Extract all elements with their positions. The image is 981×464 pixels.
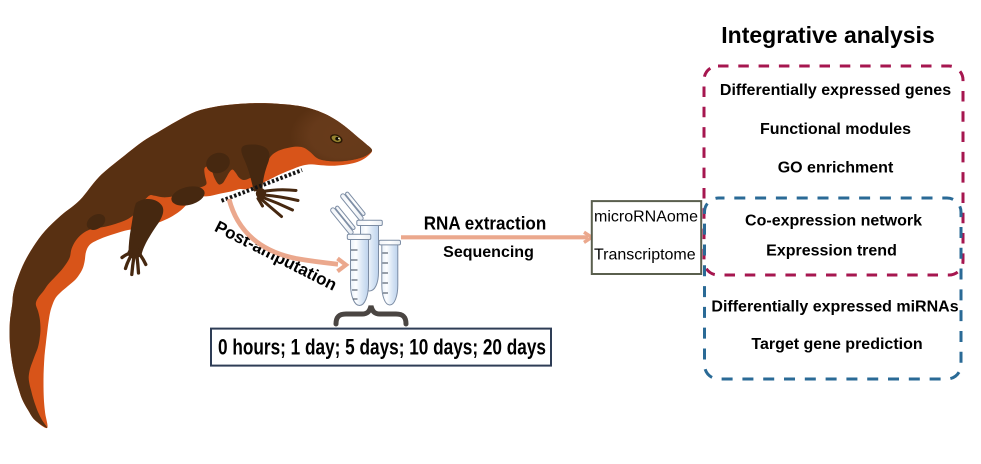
- svg-text:Expression trend: Expression trend: [766, 243, 897, 260]
- svg-text:Differentially expressed genes: Differentially expressed genes: [720, 82, 951, 99]
- svg-text:0 hours; 1 day; 5 days; 10 day: 0 hours; 1 day; 5 days; 10 days; 20 days: [218, 334, 546, 359]
- svg-text:Functional modules: Functional modules: [760, 121, 911, 138]
- svg-text:Sequencing: Sequencing: [443, 244, 534, 261]
- svg-text:Differentially expressed miRNA: Differentially expressed miRNAs: [711, 298, 958, 315]
- svg-text:Target gene prediction: Target gene prediction: [751, 336, 922, 353]
- svg-text:microRNAome: microRNAome: [594, 209, 698, 226]
- svg-text:Integrative analysis: Integrative analysis: [721, 22, 935, 48]
- svg-text:Transcriptome: Transcriptome: [594, 247, 696, 264]
- svg-text:Co-expression network: Co-expression network: [745, 212, 922, 229]
- svg-text:GO enrichment: GO enrichment: [778, 160, 894, 177]
- svg-text:RNA extraction: RNA extraction: [424, 213, 547, 233]
